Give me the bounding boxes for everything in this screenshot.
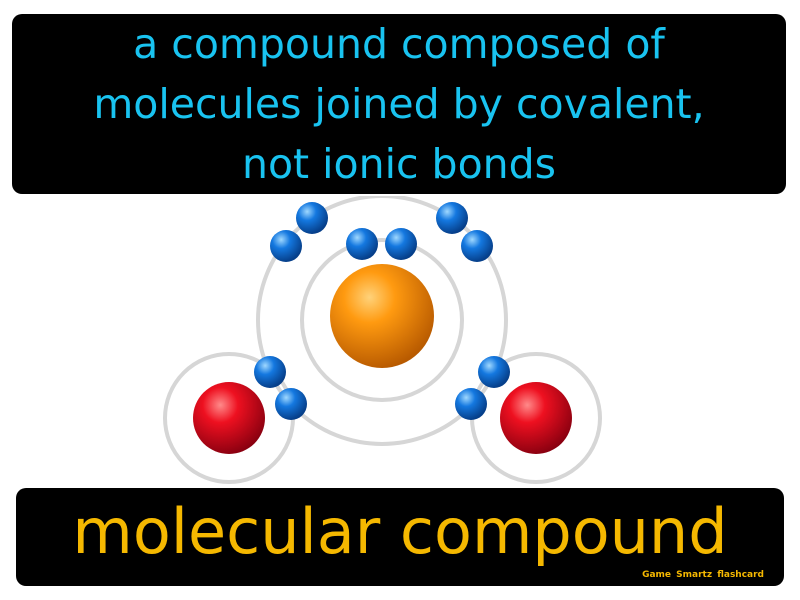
molecule-illustration bbox=[163, 196, 602, 484]
central-outer-orbit bbox=[256, 196, 508, 446]
brand-credit: Game Smartz flashcard bbox=[642, 570, 764, 580]
electron bbox=[461, 230, 493, 262]
electron bbox=[270, 230, 302, 262]
electrons bbox=[254, 202, 510, 420]
electron bbox=[455, 388, 487, 420]
electron bbox=[478, 356, 510, 388]
electron bbox=[254, 356, 286, 388]
electron bbox=[275, 388, 307, 420]
central-atom bbox=[330, 264, 434, 368]
electron bbox=[296, 202, 328, 234]
left-atom bbox=[193, 382, 265, 454]
definition-line-2: molecules joined by covalent, bbox=[93, 80, 705, 128]
term-title: molecular compound bbox=[72, 495, 728, 568]
central-inner-orbit bbox=[300, 238, 464, 402]
definition-line-1: a compound composed of bbox=[133, 20, 665, 68]
orbit-rings bbox=[163, 196, 602, 484]
term-panel: molecular compound Game Smartz flashcard bbox=[16, 488, 784, 586]
definition-line-3: not ionic bonds bbox=[241, 140, 557, 188]
electron bbox=[436, 202, 468, 234]
definition-panel: a compound composed of molecules joined … bbox=[12, 14, 786, 194]
right-atom bbox=[500, 382, 572, 454]
electron bbox=[346, 228, 378, 260]
electron bbox=[385, 228, 417, 260]
